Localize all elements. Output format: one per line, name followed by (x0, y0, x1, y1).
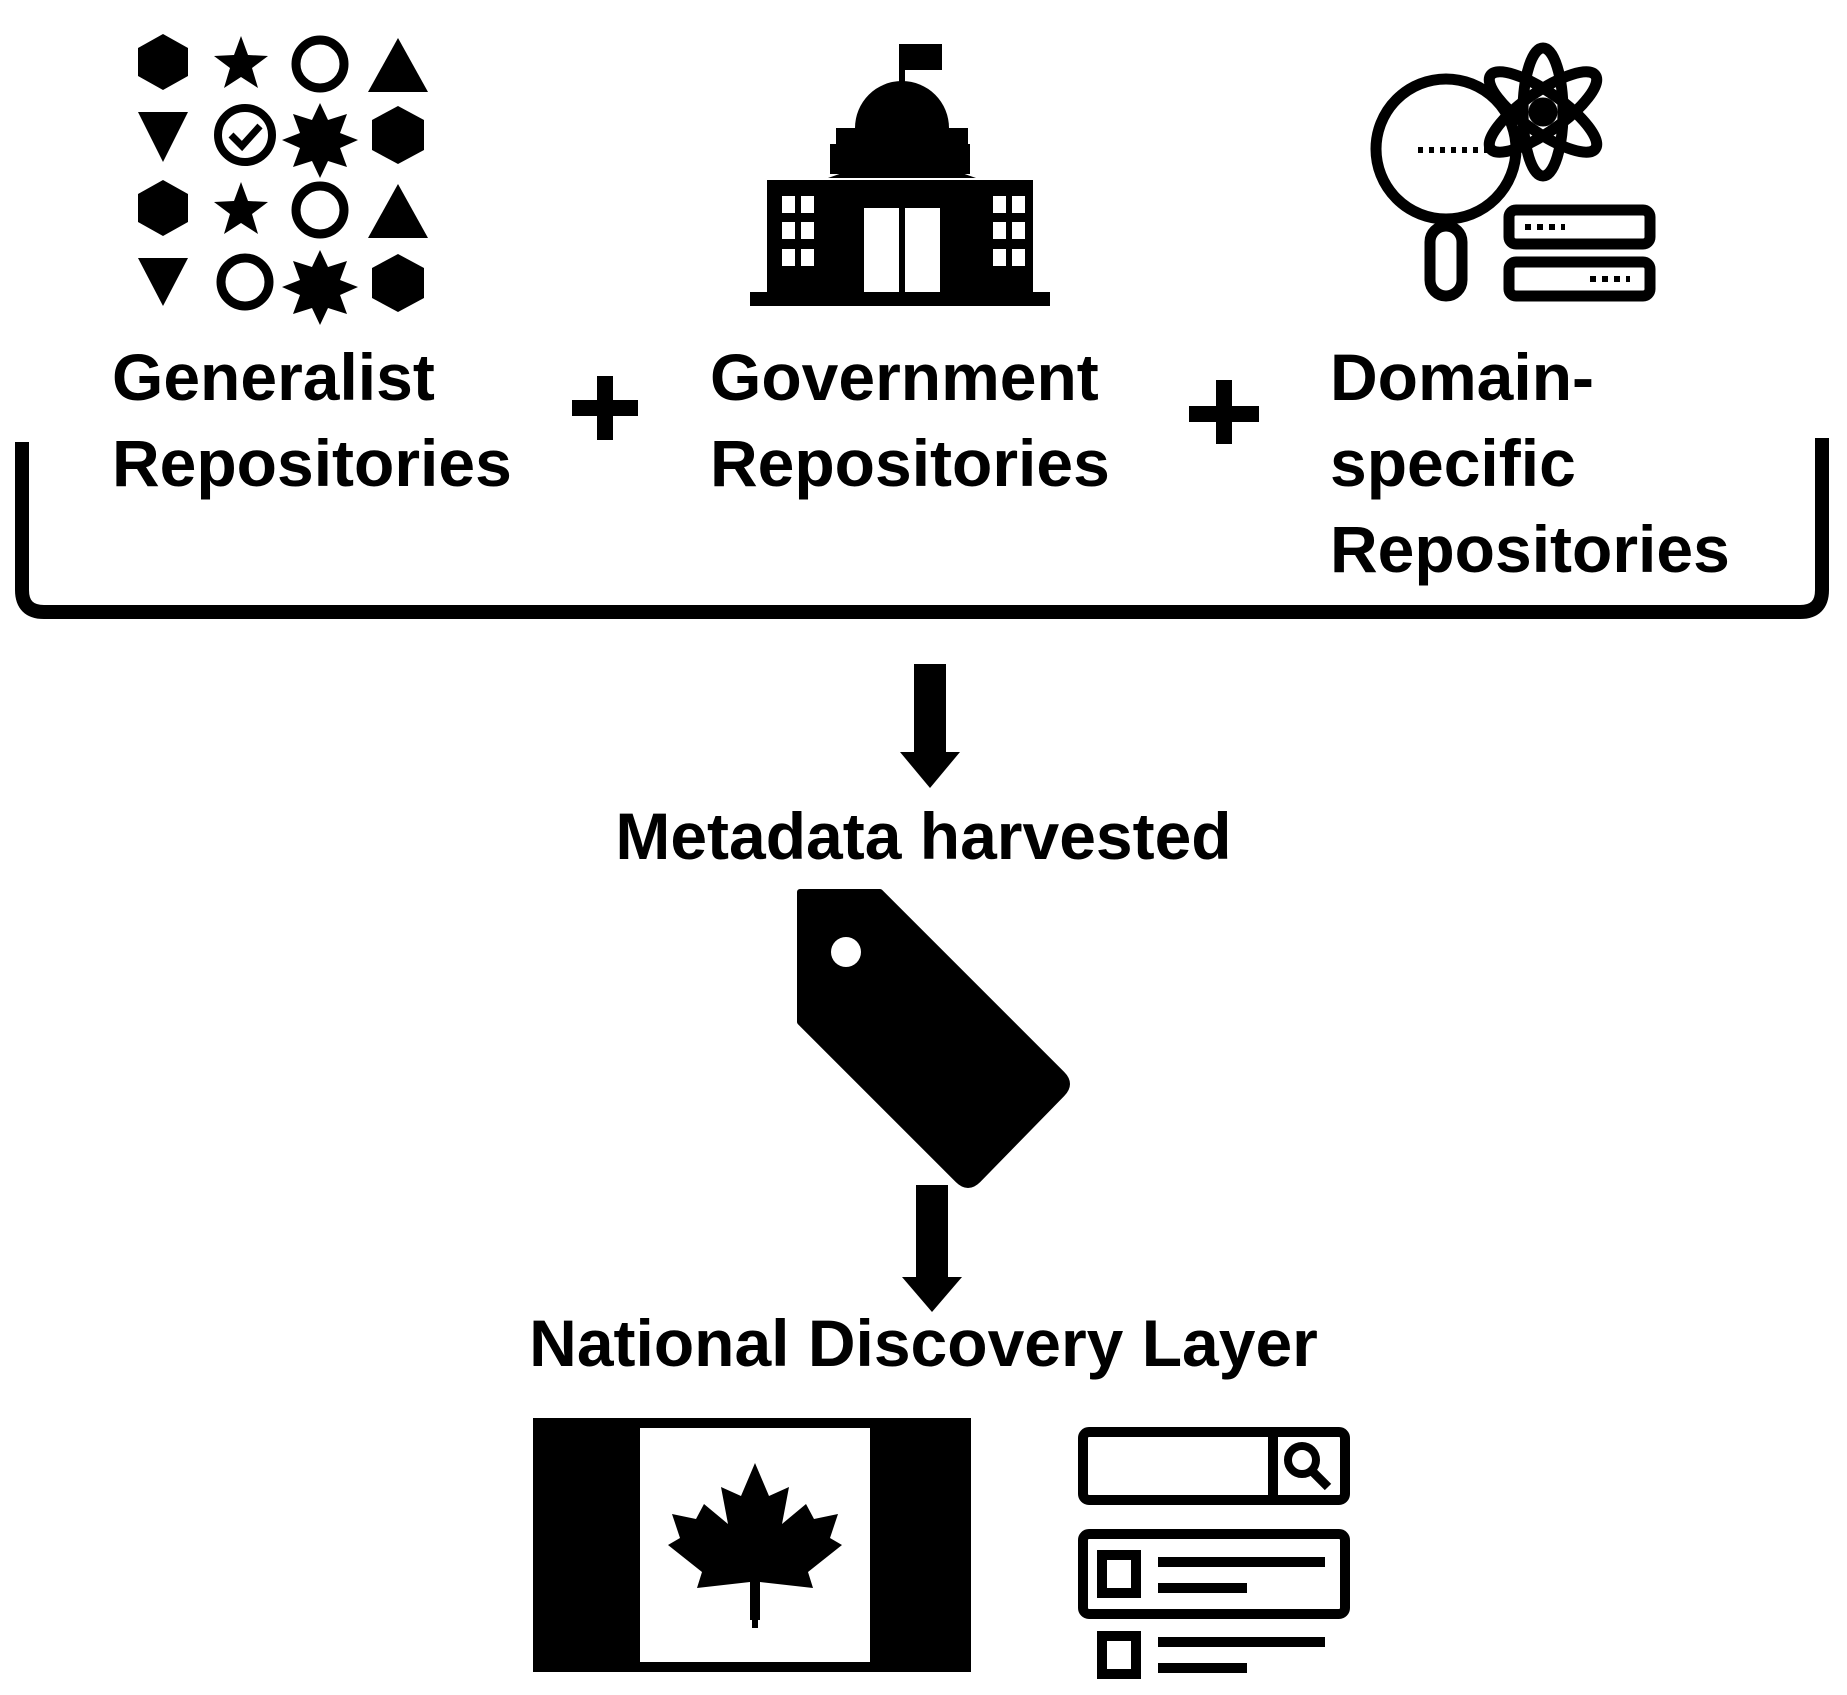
shapes-grid-icon (138, 34, 428, 325)
price-tag-icon (797, 889, 1070, 1188)
search-results-icon (1078, 1427, 1350, 1679)
generalist-repositories-label: Generalist Repositories (112, 340, 512, 500)
down-arrow (900, 664, 960, 788)
plus-operator (1189, 380, 1259, 444)
down-arrow (902, 1185, 962, 1312)
domain-specific-repositories-label: Domain- specific Repositories (1330, 340, 1730, 586)
metadata-harvested-label: Metadata harvested (615, 799, 1232, 873)
research-database-icon (1370, 42, 1656, 302)
plus-operator (572, 376, 638, 440)
government-repositories-label: Government Repositories (710, 340, 1110, 500)
national-discovery-layer-label: National Discovery Layer (529, 1306, 1318, 1380)
canada-flag-icon (533, 1418, 971, 1672)
grouping-bracket (15, 438, 1829, 619)
government-building-icon (750, 44, 1050, 306)
